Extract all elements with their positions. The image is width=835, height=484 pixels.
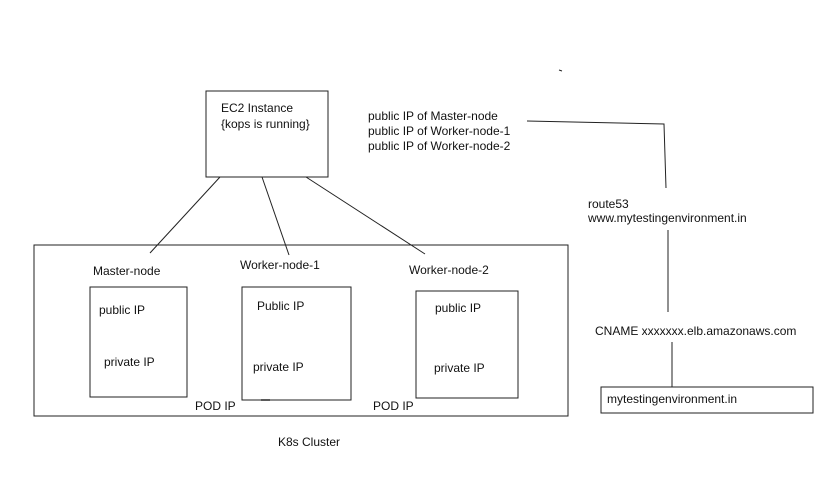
master-node-title: Master-node [93, 264, 161, 278]
hosted-domain-box [600, 386, 814, 414]
worker-node-1-box [241, 286, 352, 401]
worker-node-2-title: Worker-node-2 [409, 263, 489, 277]
worker-node-2-box [415, 290, 519, 399]
master-node-public-ip: public IP [99, 303, 146, 317]
worker-node-1-title: Worker-node-1 [240, 258, 320, 272]
cname-label: CNAME xxxxxxx.elb.amazonaws.com [595, 324, 797, 338]
cluster-box [33, 244, 569, 417]
pod-ip-label-2: POD IP [373, 399, 414, 413]
hosted-domain-label: mytestingenvironment.in [607, 392, 738, 406]
worker-node-1-private-ip: private IP [253, 360, 304, 374]
ips-to-route53-line [526, 120, 667, 189]
ec2-title: EC2 Instance [221, 101, 294, 115]
ec2-to-worker2-line [305, 176, 426, 255]
worker-node-2-public-ip: public IP [435, 301, 482, 315]
ec2-to-worker1-line [261, 176, 290, 256]
ec2-subtitle: {kops is running} [221, 117, 310, 131]
pod-ip-label-1: POD IP [195, 399, 236, 413]
route53-domain: www.mytestingenvironment.in [588, 211, 747, 225]
public-ip-worker-1: public IP of Worker-node-1 [368, 124, 511, 138]
route53-title: route53 [588, 197, 629, 211]
ec2-to-master-line [149, 176, 221, 254]
public-ip-master: public IP of Master-node [368, 109, 498, 123]
cluster-label: K8s Cluster [278, 435, 341, 449]
stray-mark [558, 69, 563, 72]
master-node-box [89, 286, 188, 398]
public-ip-worker-2: public IP of Worker-node-2 [368, 139, 511, 153]
worker-node-1-public-ip: Public IP [257, 299, 305, 313]
worker-node-2-private-ip: private IP [434, 361, 485, 375]
ec2-box [205, 90, 329, 178]
master-node-private-ip: private IP [104, 355, 155, 369]
